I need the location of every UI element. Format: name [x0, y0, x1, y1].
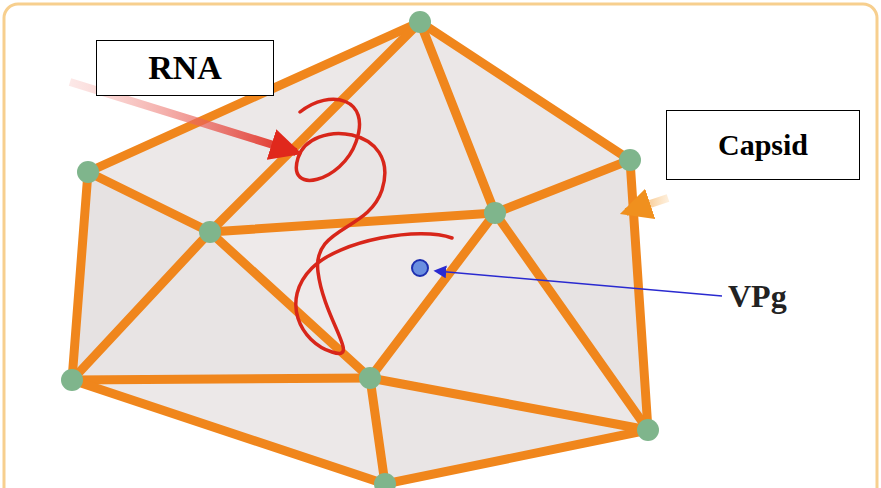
- capsid-faces: [72, 22, 648, 484]
- vpg-pointer-arrow: [436, 271, 722, 296]
- frame: [4, 4, 877, 488]
- capsid-vertices: [61, 11, 659, 488]
- callout-text: RNA: [148, 49, 222, 87]
- vpg-dot: [412, 260, 428, 276]
- callout-text: Capsid: [718, 128, 808, 162]
- part-label: VPg: [728, 278, 787, 315]
- capsid-edges: [72, 22, 648, 484]
- capsid-pointer-arrow: [626, 198, 668, 212]
- rna-strand: [296, 99, 452, 353]
- callout-box: Capsid: [666, 110, 860, 180]
- callout-box: RNA: [96, 40, 274, 96]
